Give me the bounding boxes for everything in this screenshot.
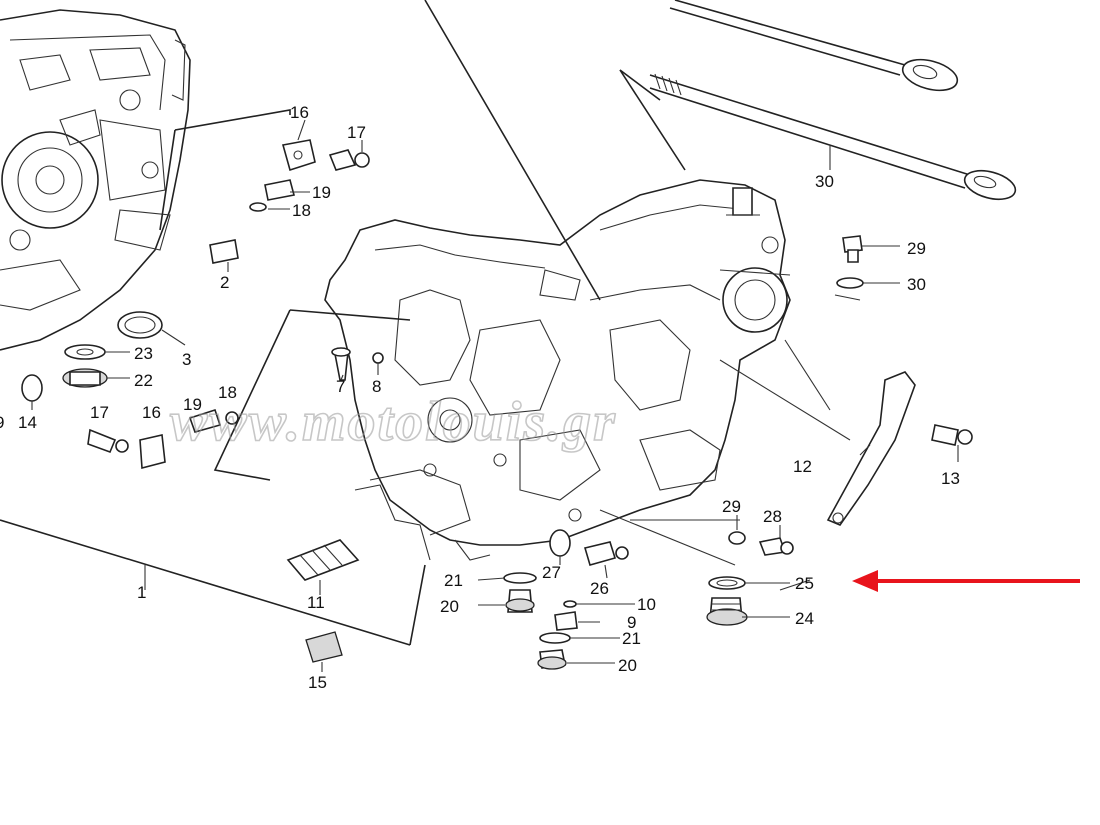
- callout-7: 7: [336, 377, 345, 396]
- callout-23: 23: [134, 344, 153, 363]
- callout-30-shaft: 30: [815, 172, 834, 191]
- callout-14: 14: [18, 413, 37, 432]
- callout-27: 27: [542, 563, 561, 582]
- callout-25: 25: [795, 574, 814, 593]
- callout-20-left: 20: [440, 597, 459, 616]
- callout-30-washer: 30: [907, 275, 926, 294]
- callout-16-left: 16: [142, 403, 161, 422]
- callout-21-left: 21: [444, 571, 463, 590]
- callout-19-top: 19: [312, 183, 331, 202]
- callout-29-top: 29: [907, 239, 926, 258]
- callout-19-mid: 19: [183, 395, 202, 414]
- callout-15: 15: [308, 673, 327, 692]
- callout-labels: 1 2 3 7 8 9 10 11 12 13 14 15 16 16 17 1…: [0, 103, 960, 692]
- callout-21-bottom: 21: [622, 629, 641, 648]
- callout-17-top: 17: [347, 123, 366, 142]
- red-pointer-arrow: [852, 570, 1080, 592]
- callout-24: 24: [795, 609, 814, 628]
- callout-12: 12: [793, 457, 812, 476]
- callout-28: 28: [763, 507, 782, 526]
- shaft-parts: [649, 0, 1017, 201]
- callout-11: 11: [307, 593, 325, 612]
- right-crankcase-half: [324, 179, 791, 561]
- label-leaders: [31, 119, 959, 672]
- arrow-head: [852, 570, 878, 592]
- callout-8: 8: [372, 377, 381, 396]
- callout-2: 2: [220, 273, 229, 292]
- callout-1: 1: [137, 583, 146, 602]
- watermark-text: www.motolouis.gr: [170, 391, 617, 453]
- callout-22: 22: [134, 371, 153, 390]
- callout-18-top: 18: [292, 201, 311, 220]
- leader-lines: [0, 0, 861, 646]
- callout-16-top: 16: [290, 103, 309, 122]
- callout-9: 9: [627, 613, 636, 632]
- left-crankcase-half: [0, 9, 191, 351]
- callout-9-edge: 9: [0, 413, 4, 432]
- callout-18-mid: 18: [218, 383, 237, 402]
- hardware-parts: [21, 139, 973, 670]
- callout-13: 13: [941, 469, 960, 488]
- callout-20-bottom: 20: [618, 656, 637, 675]
- callout-26: 26: [590, 579, 609, 598]
- callout-29-bottom: 29: [722, 497, 741, 516]
- callout-10: 10: [637, 595, 656, 614]
- callout-17-left: 17: [90, 403, 109, 422]
- callout-3: 3: [182, 350, 191, 369]
